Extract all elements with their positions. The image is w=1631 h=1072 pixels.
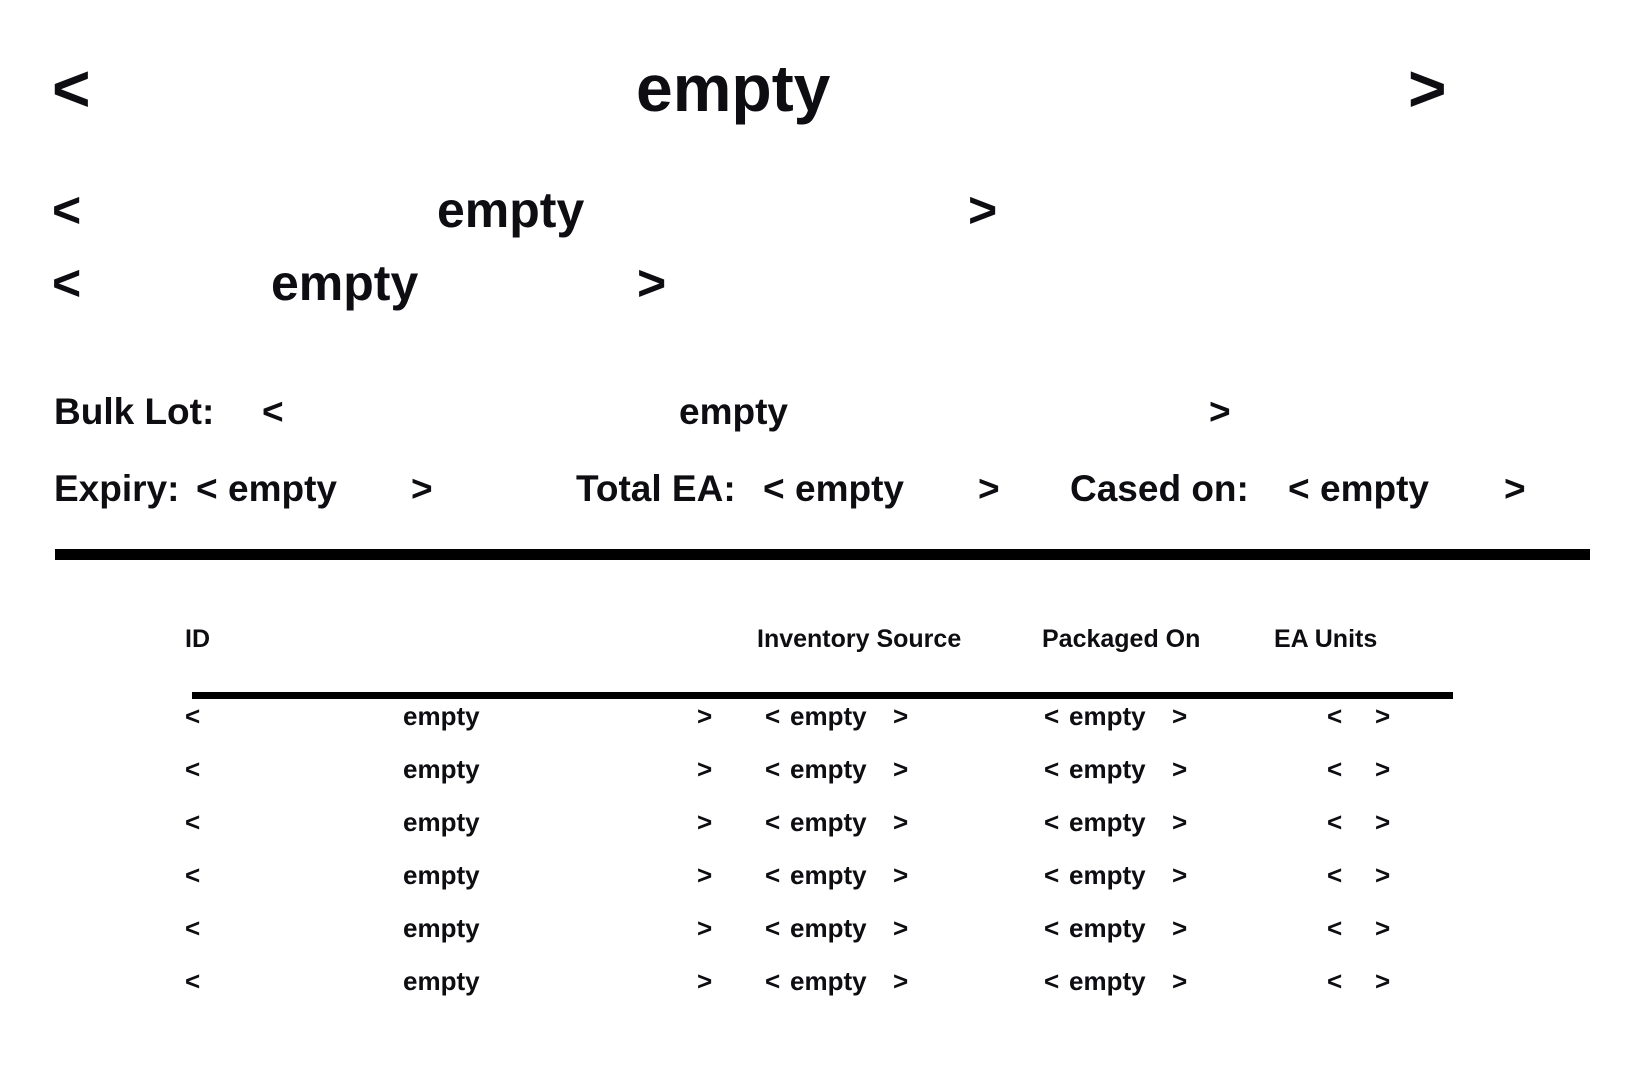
cell-packaged-prev-arrow[interactable]: < xyxy=(1044,913,1060,943)
cell-packaged-next-arrow[interactable]: > xyxy=(1172,754,1188,784)
cell-packaged-next-arrow[interactable]: > xyxy=(1172,966,1188,996)
cell-source-next-arrow[interactable]: > xyxy=(893,913,909,943)
table-header-divider xyxy=(192,692,1453,699)
cell-packaged-value[interactable]: empty xyxy=(1069,807,1146,837)
cell-id-value[interactable]: empty xyxy=(403,754,480,784)
cell-source-next-arrow[interactable]: > xyxy=(893,754,909,784)
cell-id-value[interactable]: empty xyxy=(403,966,480,996)
cell-packaged-prev-arrow[interactable]: < xyxy=(1044,754,1060,784)
expiry-next-arrow[interactable]: > xyxy=(411,468,433,509)
cell-packaged-prev-arrow[interactable]: < xyxy=(1044,966,1060,996)
cell-source-prev-arrow[interactable]: < xyxy=(765,913,781,943)
navigator-tertiary-next-arrow[interactable]: > xyxy=(637,255,667,311)
bulk-lot-label: Bulk Lot: xyxy=(54,391,215,432)
cell-source-prev-arrow[interactable]: < xyxy=(765,701,781,731)
cell-packaged-next-arrow[interactable]: > xyxy=(1172,860,1188,890)
cell-id-next-arrow[interactable]: > xyxy=(697,701,713,731)
cell-ea-prev-arrow[interactable]: < xyxy=(1327,754,1343,784)
cell-ea-prev-arrow[interactable]: < xyxy=(1327,966,1343,996)
bulk-lot-prev-arrow[interactable]: < xyxy=(262,391,284,432)
bulk-lot-value[interactable]: empty xyxy=(679,391,788,432)
cell-source-prev-arrow[interactable]: < xyxy=(765,860,781,890)
cell-packaged-next-arrow[interactable]: > xyxy=(1172,701,1188,731)
cell-id-next-arrow[interactable]: > xyxy=(697,913,713,943)
navigator-tertiary-value[interactable]: empty xyxy=(271,255,419,311)
cell-source-next-arrow[interactable]: > xyxy=(893,807,909,837)
total-ea-value[interactable]: empty xyxy=(795,468,904,509)
column-header-packaged-on[interactable]: Packaged On xyxy=(1042,625,1201,653)
cell-ea-prev-arrow[interactable]: < xyxy=(1327,807,1343,837)
cell-source-prev-arrow[interactable]: < xyxy=(765,754,781,784)
cell-source-prev-arrow[interactable]: < xyxy=(765,966,781,996)
cell-id-next-arrow[interactable]: > xyxy=(697,807,713,837)
total-ea-label: Total EA: xyxy=(576,468,736,509)
cased-on-value[interactable]: empty xyxy=(1320,468,1429,509)
cell-source-next-arrow[interactable]: > xyxy=(893,860,909,890)
navigator-tertiary-prev-arrow[interactable]: < xyxy=(52,255,82,311)
cell-packaged-next-arrow[interactable]: > xyxy=(1172,913,1188,943)
cell-source-value[interactable]: empty xyxy=(790,701,867,731)
cell-packaged-value[interactable]: empty xyxy=(1069,913,1146,943)
cell-ea-prev-arrow[interactable]: < xyxy=(1327,913,1343,943)
section-divider xyxy=(55,549,1590,560)
navigator-secondary-next-arrow[interactable]: > xyxy=(968,182,998,238)
cell-source-value[interactable]: empty xyxy=(790,966,867,996)
cell-source-value[interactable]: empty xyxy=(790,913,867,943)
cased-on-prev-arrow[interactable]: < xyxy=(1288,468,1310,509)
cased-on-next-arrow[interactable]: > xyxy=(1504,468,1526,509)
cell-id-next-arrow[interactable]: > xyxy=(697,860,713,890)
cell-id-value[interactable]: empty xyxy=(403,860,480,890)
cell-id-prev-arrow[interactable]: < xyxy=(185,913,201,943)
cell-ea-next-arrow[interactable]: > xyxy=(1375,913,1391,943)
cell-source-value[interactable]: empty xyxy=(790,807,867,837)
cell-id-prev-arrow[interactable]: < xyxy=(185,966,201,996)
cell-id-value[interactable]: empty xyxy=(403,807,480,837)
cell-id-value[interactable]: empty xyxy=(403,701,480,731)
cell-ea-prev-arrow[interactable]: < xyxy=(1327,701,1343,731)
navigator-primary-next-arrow[interactable]: > xyxy=(1408,51,1447,125)
cell-id-next-arrow[interactable]: > xyxy=(697,754,713,784)
cell-packaged-value[interactable]: empty xyxy=(1069,966,1146,996)
expiry-label: Expiry: xyxy=(54,468,180,509)
cell-packaged-value[interactable]: empty xyxy=(1069,701,1146,731)
column-header-inventory-source[interactable]: Inventory Source xyxy=(757,625,962,653)
cell-source-value[interactable]: empty xyxy=(790,860,867,890)
cell-source-prev-arrow[interactable]: < xyxy=(765,807,781,837)
navigator-secondary-prev-arrow[interactable]: < xyxy=(52,182,82,238)
cell-id-value[interactable]: empty xyxy=(403,913,480,943)
navigator-primary-prev-arrow[interactable]: < xyxy=(52,51,91,125)
cell-packaged-prev-arrow[interactable]: < xyxy=(1044,807,1060,837)
cell-source-next-arrow[interactable]: > xyxy=(893,701,909,731)
cell-packaged-prev-arrow[interactable]: < xyxy=(1044,701,1060,731)
cell-packaged-next-arrow[interactable]: > xyxy=(1172,807,1188,837)
column-header-id[interactable]: ID xyxy=(185,625,210,653)
cell-ea-next-arrow[interactable]: > xyxy=(1375,807,1391,837)
expiry-value[interactable]: empty xyxy=(228,468,337,509)
total-ea-prev-arrow[interactable]: < xyxy=(763,468,785,509)
cell-id-prev-arrow[interactable]: < xyxy=(185,807,201,837)
cell-id-next-arrow[interactable]: > xyxy=(697,966,713,996)
cell-source-next-arrow[interactable]: > xyxy=(893,966,909,996)
cell-id-prev-arrow[interactable]: < xyxy=(185,701,201,731)
cell-ea-next-arrow[interactable]: > xyxy=(1375,701,1391,731)
cell-id-prev-arrow[interactable]: < xyxy=(185,754,201,784)
cell-ea-prev-arrow[interactable]: < xyxy=(1327,860,1343,890)
navigator-primary-value[interactable]: empty xyxy=(636,51,831,125)
cased-on-label: Cased on: xyxy=(1070,468,1249,509)
cell-packaged-prev-arrow[interactable]: < xyxy=(1044,860,1060,890)
column-header-ea-units[interactable]: EA Units xyxy=(1274,625,1378,653)
expiry-prev-arrow[interactable]: < xyxy=(196,468,218,509)
cell-packaged-value[interactable]: empty xyxy=(1069,860,1146,890)
navigator-secondary-value[interactable]: empty xyxy=(437,182,585,238)
bulk-lot-next-arrow[interactable]: > xyxy=(1209,391,1231,432)
cell-ea-next-arrow[interactable]: > xyxy=(1375,966,1391,996)
cell-packaged-value[interactable]: empty xyxy=(1069,754,1146,784)
cell-ea-next-arrow[interactable]: > xyxy=(1375,754,1391,784)
cell-id-prev-arrow[interactable]: < xyxy=(185,860,201,890)
cell-ea-next-arrow[interactable]: > xyxy=(1375,860,1391,890)
cell-source-value[interactable]: empty xyxy=(790,754,867,784)
total-ea-next-arrow[interactable]: > xyxy=(978,468,1000,509)
